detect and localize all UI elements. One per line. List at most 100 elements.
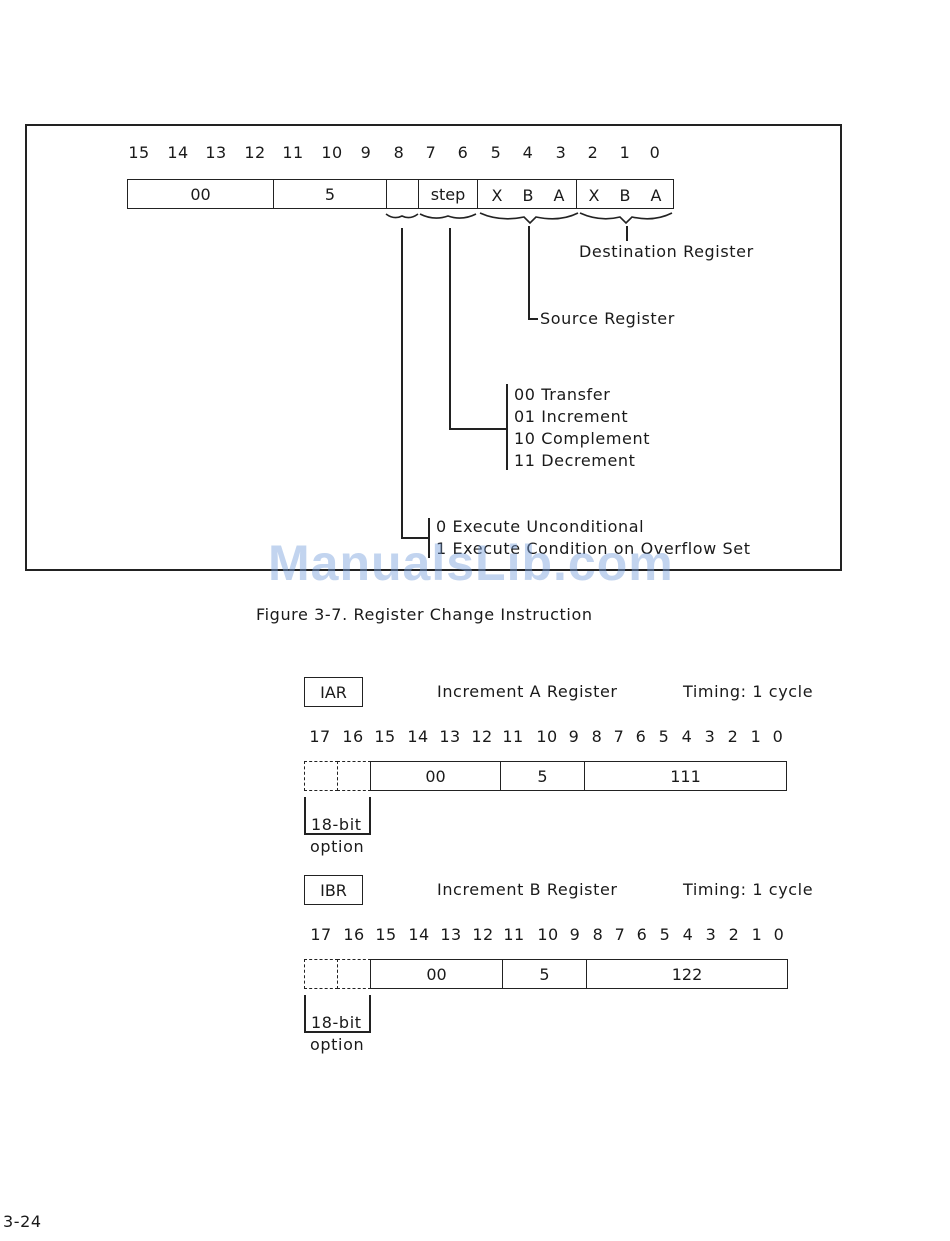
ibr-option-label-2: option — [310, 1035, 365, 1054]
iar-timing: Timing: 1 cycle — [683, 682, 814, 701]
source-brace — [479, 212, 579, 225]
source-leader-vertical — [528, 226, 530, 319]
ibr-option-bracket-right — [369, 995, 371, 1032]
source-a-bit: A — [553, 186, 565, 205]
bit-number: 11 — [503, 925, 525, 944]
bit-number: 2 — [728, 925, 740, 944]
dest-b-bit: B — [619, 186, 631, 205]
cond-leader-vertical — [401, 228, 403, 538]
step-options-bracket — [506, 384, 508, 470]
ibr-bit17-option-box — [304, 959, 338, 989]
ibr-option-bracket-left — [304, 995, 306, 1032]
bit-number: 8 — [592, 925, 604, 944]
bit-number: 7 — [614, 925, 626, 944]
bit-number: 17 — [309, 727, 331, 746]
iar-option-bracket-bottom — [304, 833, 371, 835]
ibr-option-label: 18-bit — [311, 1013, 362, 1032]
step-leader-horizontal — [449, 428, 507, 430]
watermark: ManualsLib.com — [268, 535, 674, 591]
source-field-box — [477, 179, 577, 209]
ibr-option-bracket-bottom — [304, 1031, 371, 1033]
source-x-bit: X — [491, 186, 503, 205]
bit-number: 5 — [658, 727, 670, 746]
bit-number: 13 — [439, 727, 461, 746]
figure-frame — [25, 124, 842, 571]
bit-number: 6 — [457, 143, 469, 162]
ibr-opcode-field: 00 — [370, 959, 503, 989]
condition-brace — [385, 213, 419, 219]
iar-option-bracket-left — [304, 797, 306, 834]
bit-number: 9 — [360, 143, 372, 162]
bit-number: 15 — [128, 143, 150, 162]
bit-number: 2 — [587, 143, 599, 162]
bit-number: 4 — [522, 143, 534, 162]
source-leader-horizontal — [528, 318, 538, 320]
step-option: 10 Complement — [514, 429, 651, 448]
bit-number: 14 — [407, 727, 429, 746]
bit-number: 13 — [205, 143, 227, 162]
bit-number: 3 — [704, 727, 716, 746]
bit-number: 0 — [649, 143, 661, 162]
bit-number: 16 — [342, 727, 364, 746]
bit-number: 10 — [321, 143, 343, 162]
step-option: 00 Transfer — [514, 385, 611, 404]
iar-group-field: 5 — [500, 761, 585, 791]
bit-number: 10 — [536, 727, 558, 746]
bit-number: 5 — [490, 143, 502, 162]
condition-option: 1 Execute Condition on Overflow Set — [436, 539, 751, 558]
iar-bit17-option-box — [304, 761, 338, 791]
bit-number: 12 — [244, 143, 266, 162]
source-register-label: Source Register — [540, 309, 675, 328]
bit-number: 4 — [681, 727, 693, 746]
bit-number: 11 — [502, 727, 524, 746]
cond-leader-horizontal — [401, 537, 429, 539]
figure-caption: Figure 3-7. Register Change Instruction — [256, 605, 593, 624]
bit-number: 9 — [568, 727, 580, 746]
destination-register-label: Destination Register — [579, 242, 754, 261]
bit-number: 14 — [408, 925, 430, 944]
step-leader-vertical — [449, 228, 451, 429]
cond-options-bracket — [428, 518, 430, 558]
step-option: 01 Increment — [514, 407, 629, 426]
bit-number: 15 — [375, 925, 397, 944]
step-option: 11 Decrement — [514, 451, 636, 470]
ibr-mnemonic-box: IBR — [304, 875, 363, 905]
iar-option-label-2: option — [310, 837, 365, 856]
iar-mnemonic-box: IAR — [304, 677, 363, 707]
iar-option-bracket-right — [369, 797, 371, 834]
ibr-group-field: 5 — [502, 959, 587, 989]
bit-number: 10 — [537, 925, 559, 944]
step-brace — [419, 213, 477, 219]
source-b-bit: B — [522, 186, 534, 205]
page-number: 3-24 — [3, 1212, 42, 1231]
bit-number: 9 — [569, 925, 581, 944]
bit-number: 5 — [659, 925, 671, 944]
iar-opcode-field: 00 — [370, 761, 501, 791]
bit-number: 7 — [613, 727, 625, 746]
ibr-description: Increment B Register — [437, 880, 618, 899]
bit-number: 0 — [773, 925, 785, 944]
bit-number: 1 — [750, 727, 762, 746]
bit-number: 0 — [772, 727, 784, 746]
bit-number: 8 — [591, 727, 603, 746]
destination-field-box — [576, 179, 674, 209]
iar-description: Increment A Register — [437, 682, 618, 701]
dest-a-bit: A — [650, 186, 662, 205]
bit-number: 11 — [282, 143, 304, 162]
bit-number: 12 — [472, 925, 494, 944]
iar-option-label: 18-bit — [311, 815, 362, 834]
bit-number: 2 — [727, 727, 739, 746]
ibr-timing: Timing: 1 cycle — [683, 880, 814, 899]
destination-brace — [579, 212, 673, 225]
destination-leader — [626, 226, 628, 241]
bit-number: 1 — [619, 143, 631, 162]
bit-number: 4 — [682, 925, 694, 944]
bit-number: 17 — [310, 925, 332, 944]
ibr-operand-field: 122 — [586, 959, 788, 989]
bit-number: 3 — [555, 143, 567, 162]
bit-number: 16 — [343, 925, 365, 944]
bit-number: 6 — [635, 727, 647, 746]
bit-number: 12 — [471, 727, 493, 746]
